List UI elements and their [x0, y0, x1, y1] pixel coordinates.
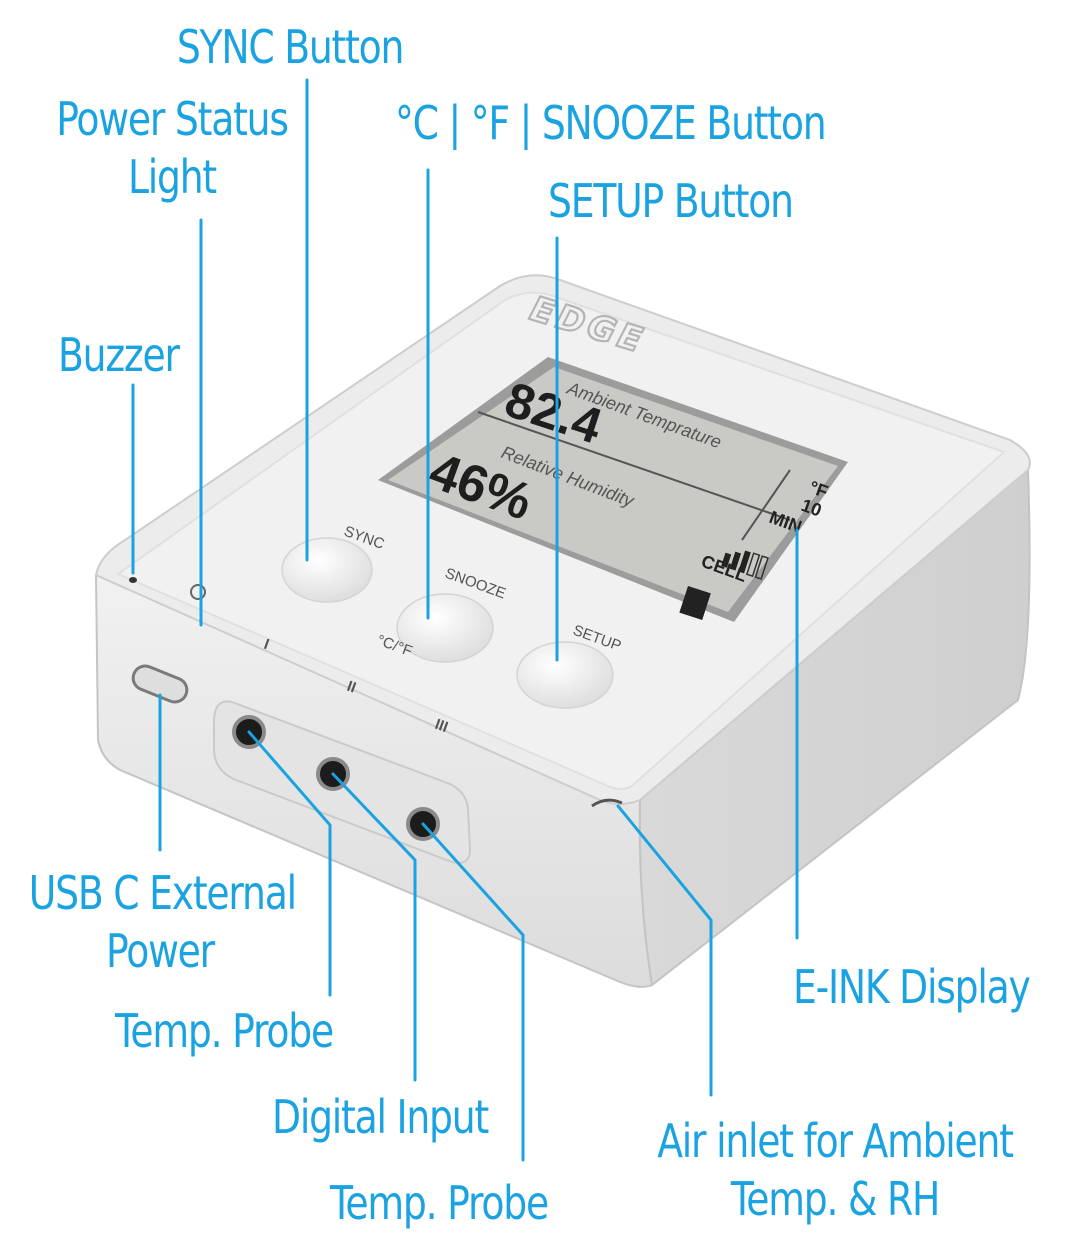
leader-probe-1: [247, 730, 332, 997]
callout-digital-input: Digital Input: [272, 1088, 518, 1146]
snooze-button[interactable]: [396, 593, 494, 663]
callout-eink-display: E-INK Display: [793, 958, 1039, 1016]
callout-buzzer: Buzzer: [58, 326, 222, 384]
power-status-light: [190, 584, 206, 600]
callout-temp-probe-1-text: Temp. Probe: [115, 1004, 334, 1058]
leader-air-inlet: [616, 804, 713, 1097]
callout-eink-display-text: E-INK Display: [793, 960, 1031, 1014]
signal-bars: [721, 550, 769, 580]
buzzer-hole: [129, 577, 137, 583]
port-label-1: I: [262, 636, 272, 653]
callout-digital-input-text: Digital Input: [272, 1090, 489, 1144]
callout-air-inlet-line1: Air inlet for Ambient: [657, 1114, 1014, 1168]
usb-c-port: [131, 664, 189, 704]
eink-display: Ambient Temprature 82.4 Relative Humidit…: [378, 357, 848, 622]
callout-temp-probe-1: Temp. Probe: [115, 1002, 361, 1060]
callout-usb-line1: USB C External: [28, 866, 297, 920]
callout-temp-probe-2: Temp. Probe: [330, 1174, 576, 1232]
port-label-3: III: [433, 716, 451, 736]
display-side-divider: [741, 469, 791, 541]
callout-snooze-button-text: °C | °F | SNOOZE Button: [395, 96, 827, 150]
callout-temp-probe-2-text: Temp. Probe: [330, 1176, 549, 1230]
display-screen: [388, 367, 838, 612]
battery-icon: [679, 586, 711, 621]
setup-button[interactable]: [516, 641, 614, 709]
callout-power-status-line2: Light: [128, 150, 217, 204]
callout-air-inlet: Air inlet for Ambient Temp. & RH: [642, 1112, 1027, 1228]
callout-setup-button-text: SETUP Button: [548, 174, 794, 228]
callout-sync-button-text: SYNC Button: [176, 20, 405, 74]
callout-setup-button: SETUP Button: [548, 172, 810, 230]
callout-power-status: Power Status Light: [49, 90, 295, 206]
display-divider: [477, 411, 791, 521]
callout-power-status-line1: Power Status: [56, 92, 289, 146]
callout-air-inlet-line2: Temp. & RH: [730, 1172, 940, 1226]
sync-button[interactable]: [281, 537, 373, 603]
air-inlet-slot: [591, 798, 623, 808]
callout-usb: USB C External Power: [28, 864, 297, 980]
callout-buzzer-text: Buzzer: [58, 328, 180, 382]
unit-indicator: °F: [807, 477, 831, 502]
leader-probe-2: [421, 822, 525, 1162]
leader-lines: [131, 78, 799, 1162]
leader-digital-input: [331, 772, 417, 1082]
callout-sync-button: SYNC Button: [167, 18, 413, 76]
callout-snooze-button: °C | °F | SNOOZE Button: [395, 94, 854, 152]
callout-usb-line2: Power: [106, 924, 215, 978]
